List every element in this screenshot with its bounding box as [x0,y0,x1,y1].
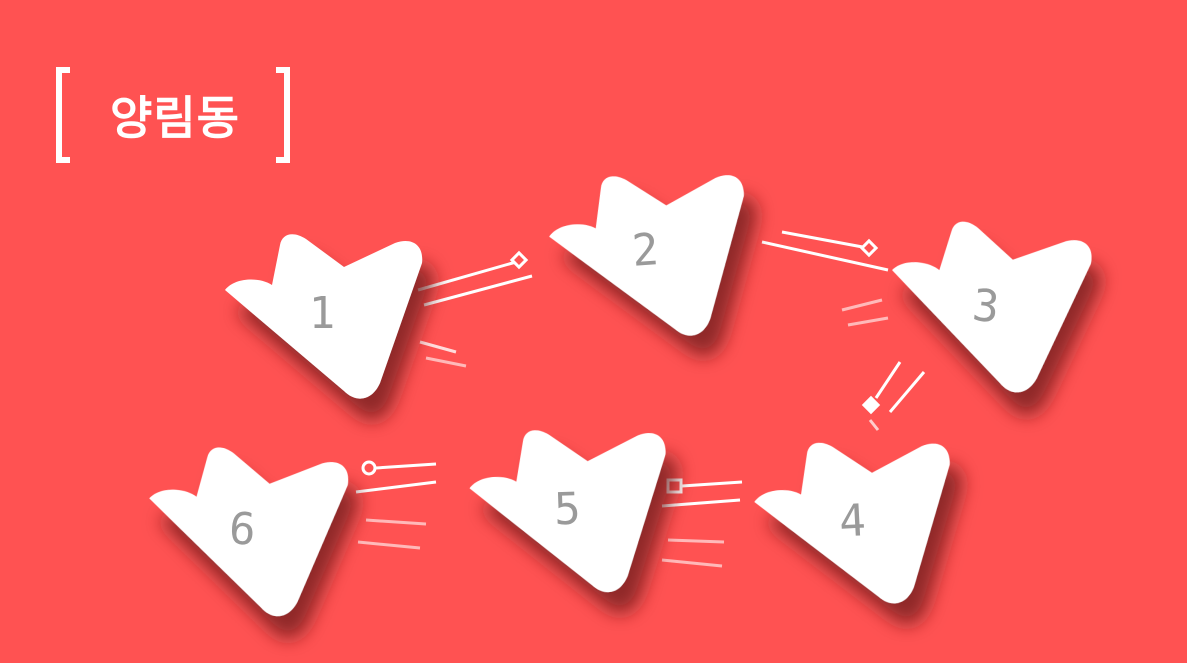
node-5-label: 5 [553,483,581,535]
page-title: 양림동 [110,91,240,145]
node-4[interactable]: 4 [751,435,957,611]
right-bracket [275,67,290,163]
connector-3-4 [861,361,926,431]
node-6-label: 6 [227,503,257,556]
node-2[interactable]: 2 [545,167,754,345]
node-5[interactable]: 5 [467,425,671,597]
node-2-label: 2 [630,224,660,277]
node-4-label: 4 [838,495,867,547]
page-title-group: 양림동 [56,66,290,164]
node-3-label: 3 [970,280,1002,333]
connector-2-3 [761,230,889,327]
node-3[interactable]: 3 [880,214,1095,399]
node-6[interactable]: 6 [141,442,350,621]
node-1[interactable]: 1 [225,234,423,399]
connector-5-6 [355,460,437,550]
connector-1-2 [417,250,533,368]
node-1-label: 1 [309,288,336,339]
connector-4-5 [661,478,743,568]
left-bracket [56,67,70,163]
